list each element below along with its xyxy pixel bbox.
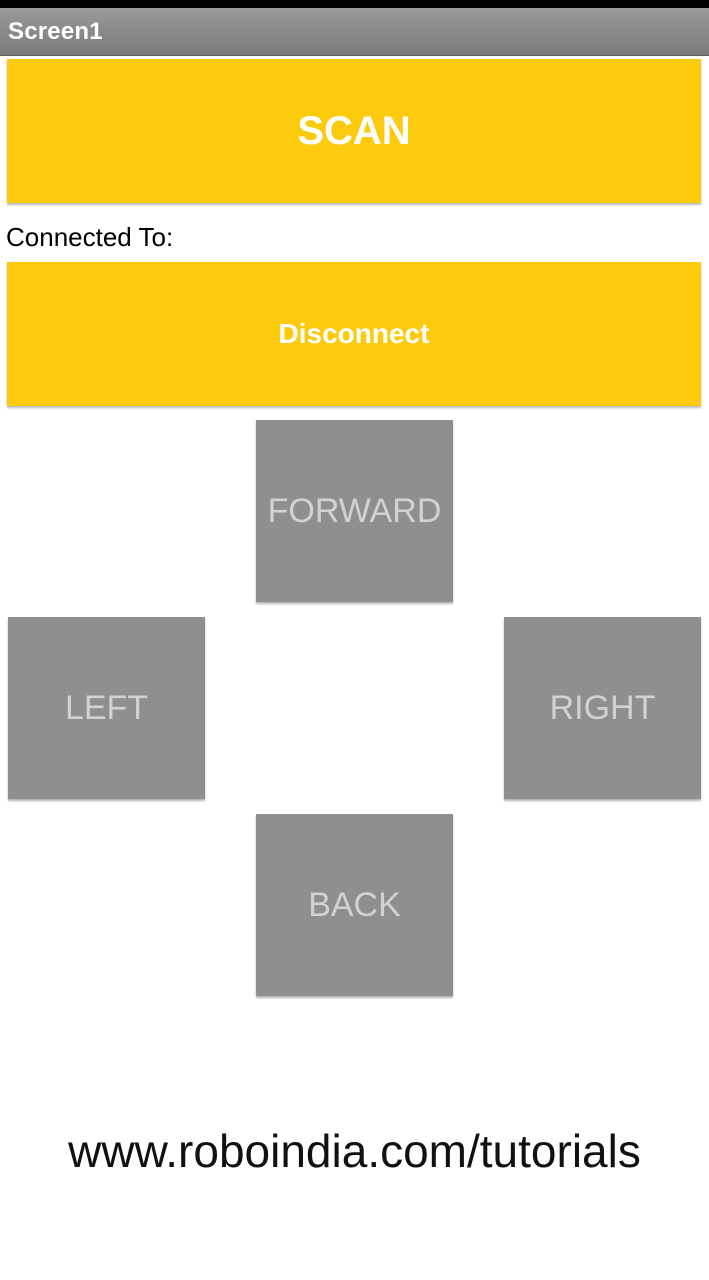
forward-button[interactable]: FORWARD [256,420,453,602]
status-bar [0,0,709,8]
disconnect-button[interactable]: Disconnect [7,262,701,406]
connected-to-label: Connected To: [6,222,174,252]
screen-title: Screen1 [8,18,103,45]
tutorial-url-text: www.roboindia.com/tutorials [68,1125,641,1177]
left-button[interactable]: LEFT [8,617,205,799]
title-bar: Screen1 [0,8,709,56]
scan-button[interactable]: SCAN [7,59,701,203]
back-button[interactable]: BACK [256,814,453,996]
right-button[interactable]: RIGHT [504,617,701,799]
